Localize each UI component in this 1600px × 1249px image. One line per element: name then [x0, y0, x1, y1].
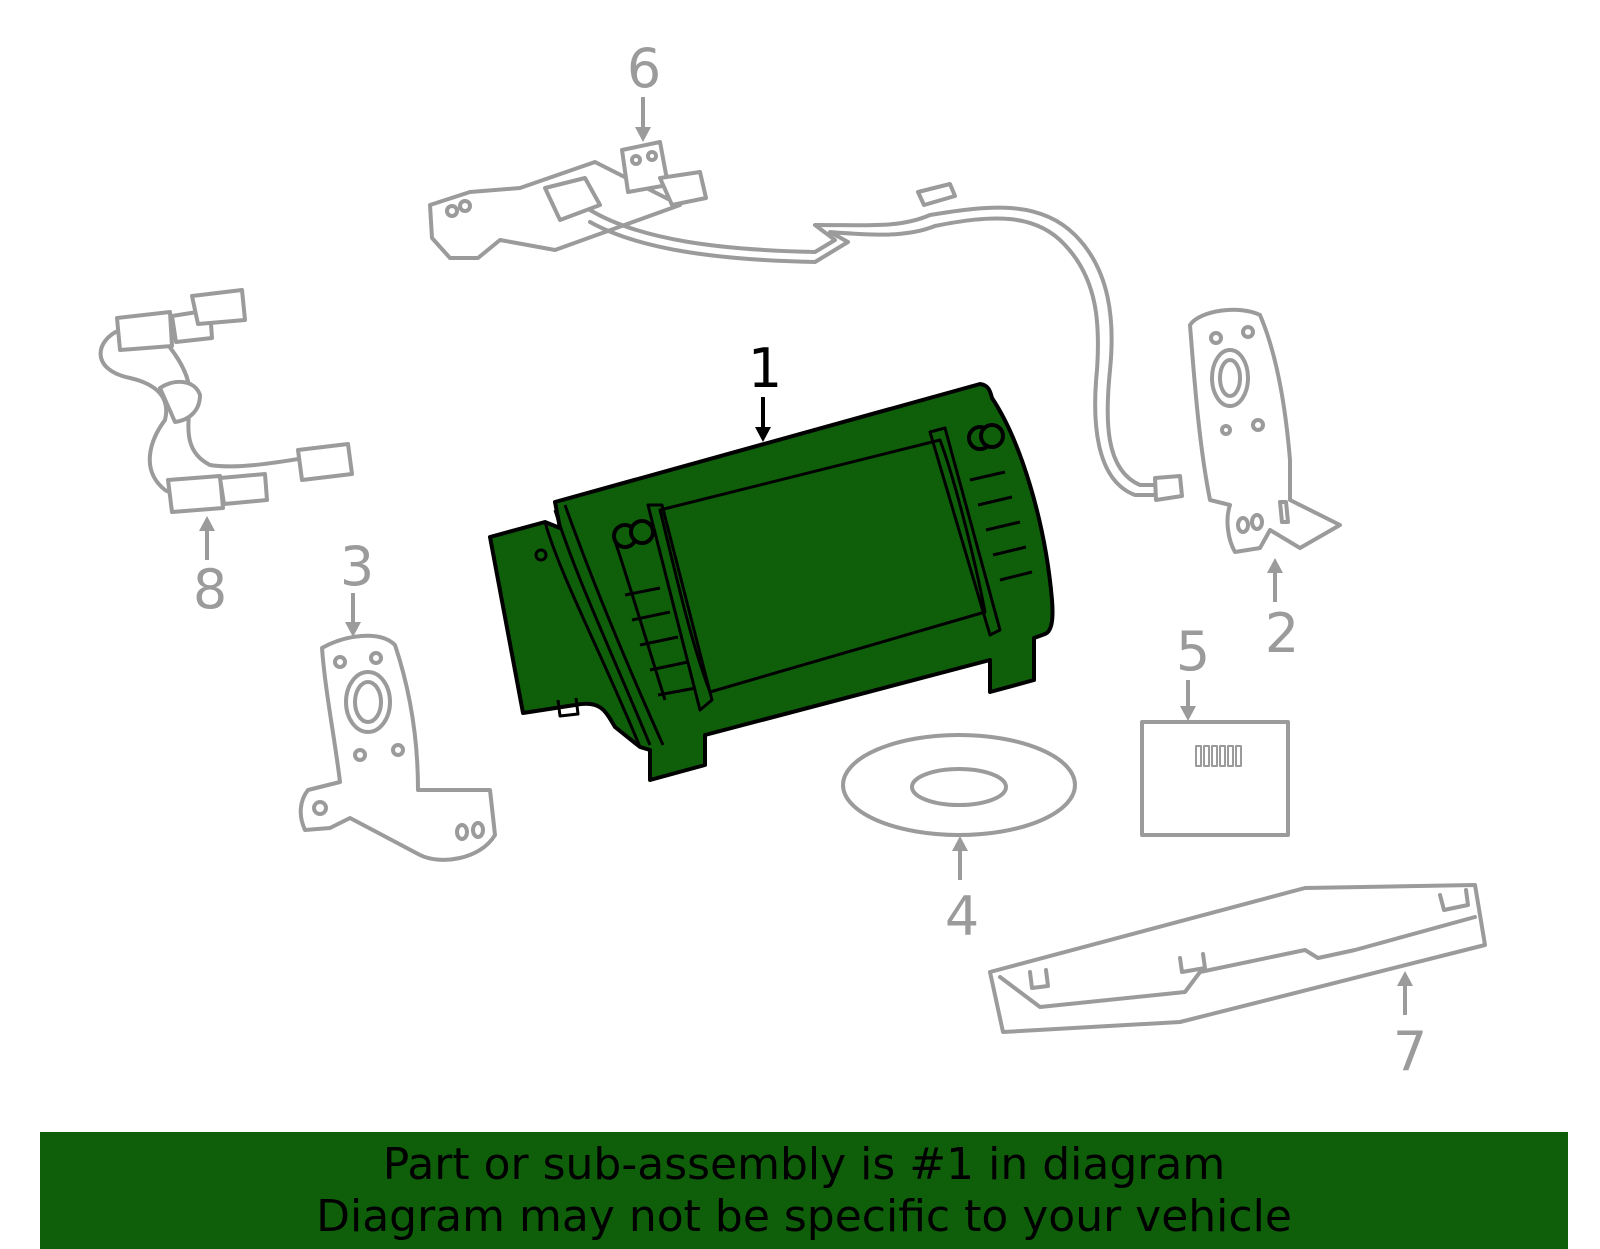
- part-3-speaker-bracket: [298, 633, 497, 862]
- callout-arrows: [199, 97, 1413, 1015]
- part-8-harness: [98, 288, 354, 514]
- callout-5: 5: [1176, 620, 1210, 683]
- part-1-display-unit[interactable]: [488, 382, 1055, 782]
- part-2-speaker-bracket: [1188, 307, 1342, 554]
- callout-8: 8: [193, 558, 227, 621]
- callout-2: 2: [1265, 602, 1299, 665]
- part-6-wire-harness: [428, 140, 1184, 502]
- callout-7: 7: [1393, 1020, 1427, 1083]
- callout-labels: 1 2 3 4 5 6 7 8: [193, 37, 1427, 1083]
- callout-4: 4: [945, 885, 979, 948]
- part-4-disc: [841, 733, 1077, 837]
- part-7-bracket: [988, 883, 1487, 1034]
- callout-1: 1: [748, 337, 782, 400]
- callout-3: 3: [340, 535, 374, 598]
- info-banner: Part or sub-assembly is #1 in diagram Di…: [40, 1132, 1568, 1249]
- banner-line-2: Diagram may not be specific to your vehi…: [316, 1190, 1292, 1242]
- banner-line-1: Part or sub-assembly is #1 in diagram: [382, 1138, 1226, 1190]
- part-5-label: [1140, 720, 1290, 837]
- callout-6: 6: [627, 37, 661, 100]
